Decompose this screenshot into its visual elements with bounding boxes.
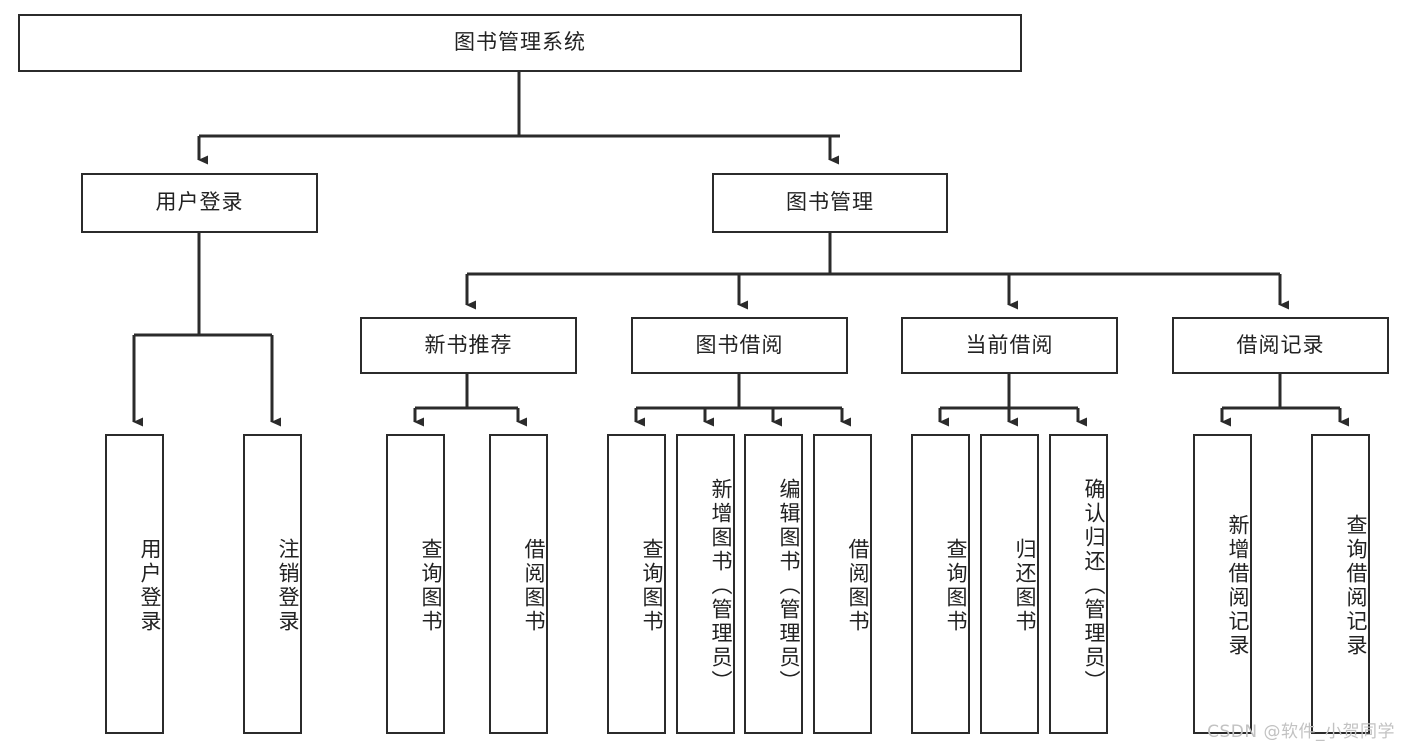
leaf-logout-label: 注销登录	[276, 538, 300, 634]
leaf-logout[interactable]: 注销登录	[243, 434, 302, 734]
node-user-login-label: 用户登录	[155, 190, 244, 215]
leaf-return-books-label: 归还图书	[1013, 538, 1037, 634]
leaf-add-borrow-record-label: 新增借阅记录	[1226, 514, 1250, 658]
leaf-query-borrow-record[interactable]: 查询借阅记录	[1311, 434, 1370, 734]
node-current-borrow[interactable]: 当前借阅	[901, 317, 1118, 374]
leaf-user-login-label: 用户登录	[138, 538, 162, 634]
leaf-borrow-books-1[interactable]: 借阅图书	[489, 434, 548, 734]
leaf-query-books-2-label: 查询图书	[640, 538, 664, 634]
leaf-edit-book-admin-label: 编辑图书（管理员）	[777, 478, 801, 694]
node-borrow-record-label: 借阅记录	[1236, 332, 1325, 357]
node-root-label: 图书管理系统	[454, 30, 586, 55]
leaf-return-books[interactable]: 归还图书	[980, 434, 1039, 734]
leaf-query-books-3[interactable]: 查询图书	[911, 434, 970, 734]
leaf-borrow-books-2-label: 借阅图书	[846, 538, 870, 634]
node-borrow-record[interactable]: 借阅记录	[1172, 317, 1389, 374]
node-book-borrow-label: 图书借阅	[695, 332, 784, 357]
leaf-borrow-books-2[interactable]: 借阅图书	[813, 434, 872, 734]
node-book-management-label: 图书管理	[786, 190, 874, 215]
node-book-borrow[interactable]: 图书借阅	[631, 317, 848, 374]
leaf-query-borrow-record-label: 查询借阅记录	[1344, 514, 1368, 658]
leaf-query-books-1[interactable]: 查询图书	[386, 434, 445, 734]
node-root[interactable]: 图书管理系统	[18, 14, 1022, 72]
leaf-confirm-return-admin-label: 确认归还（管理员）	[1082, 478, 1106, 694]
node-book-management[interactable]: 图书管理	[712, 173, 948, 233]
leaf-add-book-admin-label: 新增图书（管理员）	[709, 478, 733, 694]
node-user-login[interactable]: 用户登录	[81, 173, 318, 233]
leaf-add-borrow-record[interactable]: 新增借阅记录	[1193, 434, 1252, 734]
leaf-query-books-3-label: 查询图书	[944, 538, 968, 634]
node-new-book-recommend-label: 新书推荐	[424, 332, 513, 357]
leaf-add-book-admin[interactable]: 新增图书（管理员）	[676, 434, 735, 734]
watermark-text: CSDN @软件_小贺同学	[1207, 722, 1395, 742]
leaf-borrow-books-1-label: 借阅图书	[522, 538, 546, 634]
leaf-confirm-return-admin[interactable]: 确认归还（管理员）	[1049, 434, 1108, 734]
leaf-query-books-2[interactable]: 查询图书	[607, 434, 666, 734]
leaf-edit-book-admin[interactable]: 编辑图书（管理员）	[744, 434, 803, 734]
node-new-book-recommend[interactable]: 新书推荐	[360, 317, 577, 374]
leaf-query-books-1-label: 查询图书	[419, 538, 443, 634]
node-current-borrow-label: 当前借阅	[965, 332, 1054, 357]
leaf-user-login[interactable]: 用户登录	[105, 434, 164, 734]
